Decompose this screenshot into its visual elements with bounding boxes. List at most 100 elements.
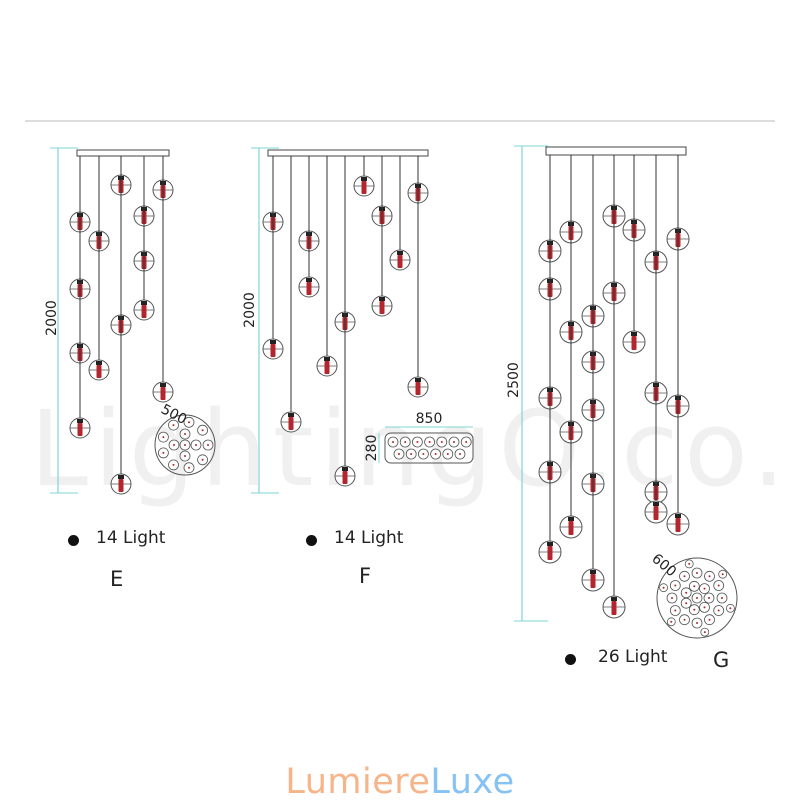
canopy-plan-dots-g — [659, 559, 735, 637]
bulb-icon — [547, 546, 553, 560]
plan-dot-center — [416, 441, 419, 443]
bulb-icon — [270, 344, 276, 357]
pendant-lamp — [407, 156, 429, 398]
plan-dot-center — [446, 453, 449, 455]
plan-dot-center — [188, 421, 190, 424]
bulb-cap — [675, 514, 681, 518]
plan-dot-center — [440, 441, 443, 443]
plan-dot-center — [683, 575, 686, 578]
plan-dot-center — [662, 586, 665, 589]
plan-dot-center — [392, 441, 394, 443]
pendant-lamp — [298, 156, 320, 298]
pendant-lamp — [133, 156, 155, 321]
pendant-lamp — [538, 155, 562, 564]
pendant-lamp — [152, 156, 174, 403]
canopy-width-label-f: 850 — [416, 411, 443, 427]
canopy-plan-dots-e — [157, 416, 214, 474]
plan-dot-center — [434, 453, 437, 455]
canopy-plan-g — [656, 557, 738, 639]
pendant-lamp — [334, 156, 356, 487]
pendants-e — [69, 156, 174, 495]
bullet-icon — [68, 535, 79, 546]
plan-dot-center — [422, 453, 425, 455]
bulb-cap — [96, 361, 102, 365]
bulb-icon — [379, 301, 385, 314]
pendant-lamp — [644, 155, 668, 524]
plan-dot-center — [184, 433, 186, 435]
plan-dot-center — [459, 453, 461, 455]
bullet-icon — [565, 654, 576, 665]
bulb-cap — [568, 517, 574, 521]
brand-part-2: Luxe — [430, 762, 515, 802]
plan-dot-center — [195, 444, 197, 446]
bulb-cap — [141, 301, 147, 305]
pendants-f — [262, 156, 429, 487]
bulb-cap — [361, 177, 367, 181]
count-label-f: 14 Light — [334, 528, 404, 548]
plan-dot-center — [703, 587, 706, 590]
variant-f-diagram: 2000 850 280 — [242, 147, 474, 494]
bulb-cap — [611, 597, 617, 601]
count-label-g: 26 Light — [598, 647, 668, 667]
pendant-lamp — [602, 155, 626, 619]
plan-dot-center — [428, 441, 431, 443]
bulb-cap — [590, 570, 596, 574]
bulb-icon — [568, 521, 574, 535]
brand-logo: LumiereLuxe — [0, 762, 800, 802]
pendant-lamp — [371, 156, 393, 317]
plan-dot-center — [453, 441, 455, 443]
height-label-f: 2000 — [242, 292, 258, 328]
bulb-icon — [324, 361, 330, 374]
plan-dot-center — [465, 441, 468, 443]
plan-dot-center — [410, 453, 413, 455]
plan-dot-center — [398, 453, 400, 455]
plan-dot-center — [207, 444, 209, 446]
plan-dot-center — [688, 562, 691, 565]
bulb-cap — [547, 542, 553, 546]
plan-dot-center — [162, 436, 165, 439]
bulb-cap — [77, 419, 83, 423]
plan-dot-center — [708, 618, 711, 621]
bulb-icon — [611, 601, 617, 615]
pendant-lamp — [666, 155, 690, 536]
plan-dot-center — [188, 466, 190, 469]
variant-g-diagram: 2500 600 — [506, 145, 738, 639]
plan-dot-center — [696, 572, 698, 574]
plan-dot-center — [708, 575, 711, 578]
variant-letter-e: E — [110, 567, 124, 591]
bulb-icon — [306, 282, 312, 295]
plan-dot-center — [717, 609, 720, 612]
bulb-icon — [415, 382, 421, 395]
bulb-cap — [342, 467, 348, 471]
plan-dot-center — [693, 585, 696, 588]
pendant-lamp — [88, 156, 110, 381]
plan-dot-center — [172, 424, 175, 427]
variant-letter-f: F — [359, 564, 372, 588]
bulb-icon — [590, 574, 596, 588]
bulb-cap — [270, 340, 276, 344]
bulb-icon — [631, 336, 637, 350]
plan-dot-center — [173, 444, 175, 446]
plan-dot-center — [717, 584, 720, 587]
plan-dot-center — [708, 597, 710, 599]
bulb-cap — [160, 383, 166, 387]
pendant-lamp — [316, 156, 338, 377]
pendants-g — [538, 155, 690, 619]
bulb-icon — [160, 387, 166, 400]
bulb-icon — [96, 365, 102, 378]
canopy-plan-f — [384, 432, 474, 464]
plan-dot-center — [721, 597, 723, 599]
canopy-plan-e — [154, 414, 216, 476]
pendant-lamp — [559, 155, 583, 539]
count-label-e: 14 Light — [96, 528, 166, 548]
canopy-plan-dots-f — [387, 436, 472, 460]
plan-dot-center — [184, 455, 186, 457]
plan-dot-center — [404, 441, 407, 443]
bulb-cap — [324, 357, 330, 361]
pendant-lamp — [262, 156, 284, 360]
plan-dot-center — [162, 451, 165, 454]
plan-dot-center — [703, 606, 706, 609]
pendant-lamp — [581, 155, 605, 592]
bulb-cap — [397, 251, 403, 255]
